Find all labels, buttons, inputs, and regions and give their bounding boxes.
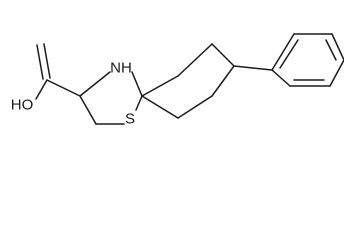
bond-carbonyl-c-o-double-a [43, 43, 51, 79]
phenyl-bond-1 [271, 33, 295, 71]
bond-spiro-s [135, 95, 143, 111]
carboxylic-acid-group [35, 43, 81, 100]
phenyl-inner-double-2 [325, 39, 337, 61]
bond-ch2-c3 [79, 95, 97, 125]
thiazolidine-ring [79, 71, 143, 125]
bond-spiro-c-top [141, 75, 179, 97]
bond-n-spiro [131, 71, 143, 97]
bond-c-top-c [177, 43, 213, 77]
bond-c-c-phenyl-top [211, 43, 235, 67]
bond-c-c-phenyl-bottom [211, 65, 235, 97]
bond-carbonyl-c-ring-c [46, 79, 81, 97]
bond-carbonyl-c-o-double-b [36, 44, 44, 80]
phenyl-ring [271, 33, 344, 87]
bond-c-bottom-c [177, 95, 213, 119]
phenyl-bond-3 [331, 33, 344, 61]
nitrogen-label: NH [110, 60, 132, 77]
phenyl-bond-6 [271, 69, 291, 87]
hydroxyl-label: HO [11, 97, 34, 114]
chemical-structure-diagram: HO NH S [11, 33, 344, 128]
sulfur-label: S [125, 111, 135, 128]
bond-c3-n [79, 71, 111, 97]
phenyl-bond-4 [329, 59, 344, 87]
phenyl-inner-double-1 [279, 39, 299, 69]
bond-carbonyl-c-oh [35, 79, 48, 100]
bond-cyclohexyl-phenyl [233, 65, 273, 71]
bond-spiro-c-bottom [141, 95, 179, 119]
cyclohexane-ring [141, 43, 235, 119]
